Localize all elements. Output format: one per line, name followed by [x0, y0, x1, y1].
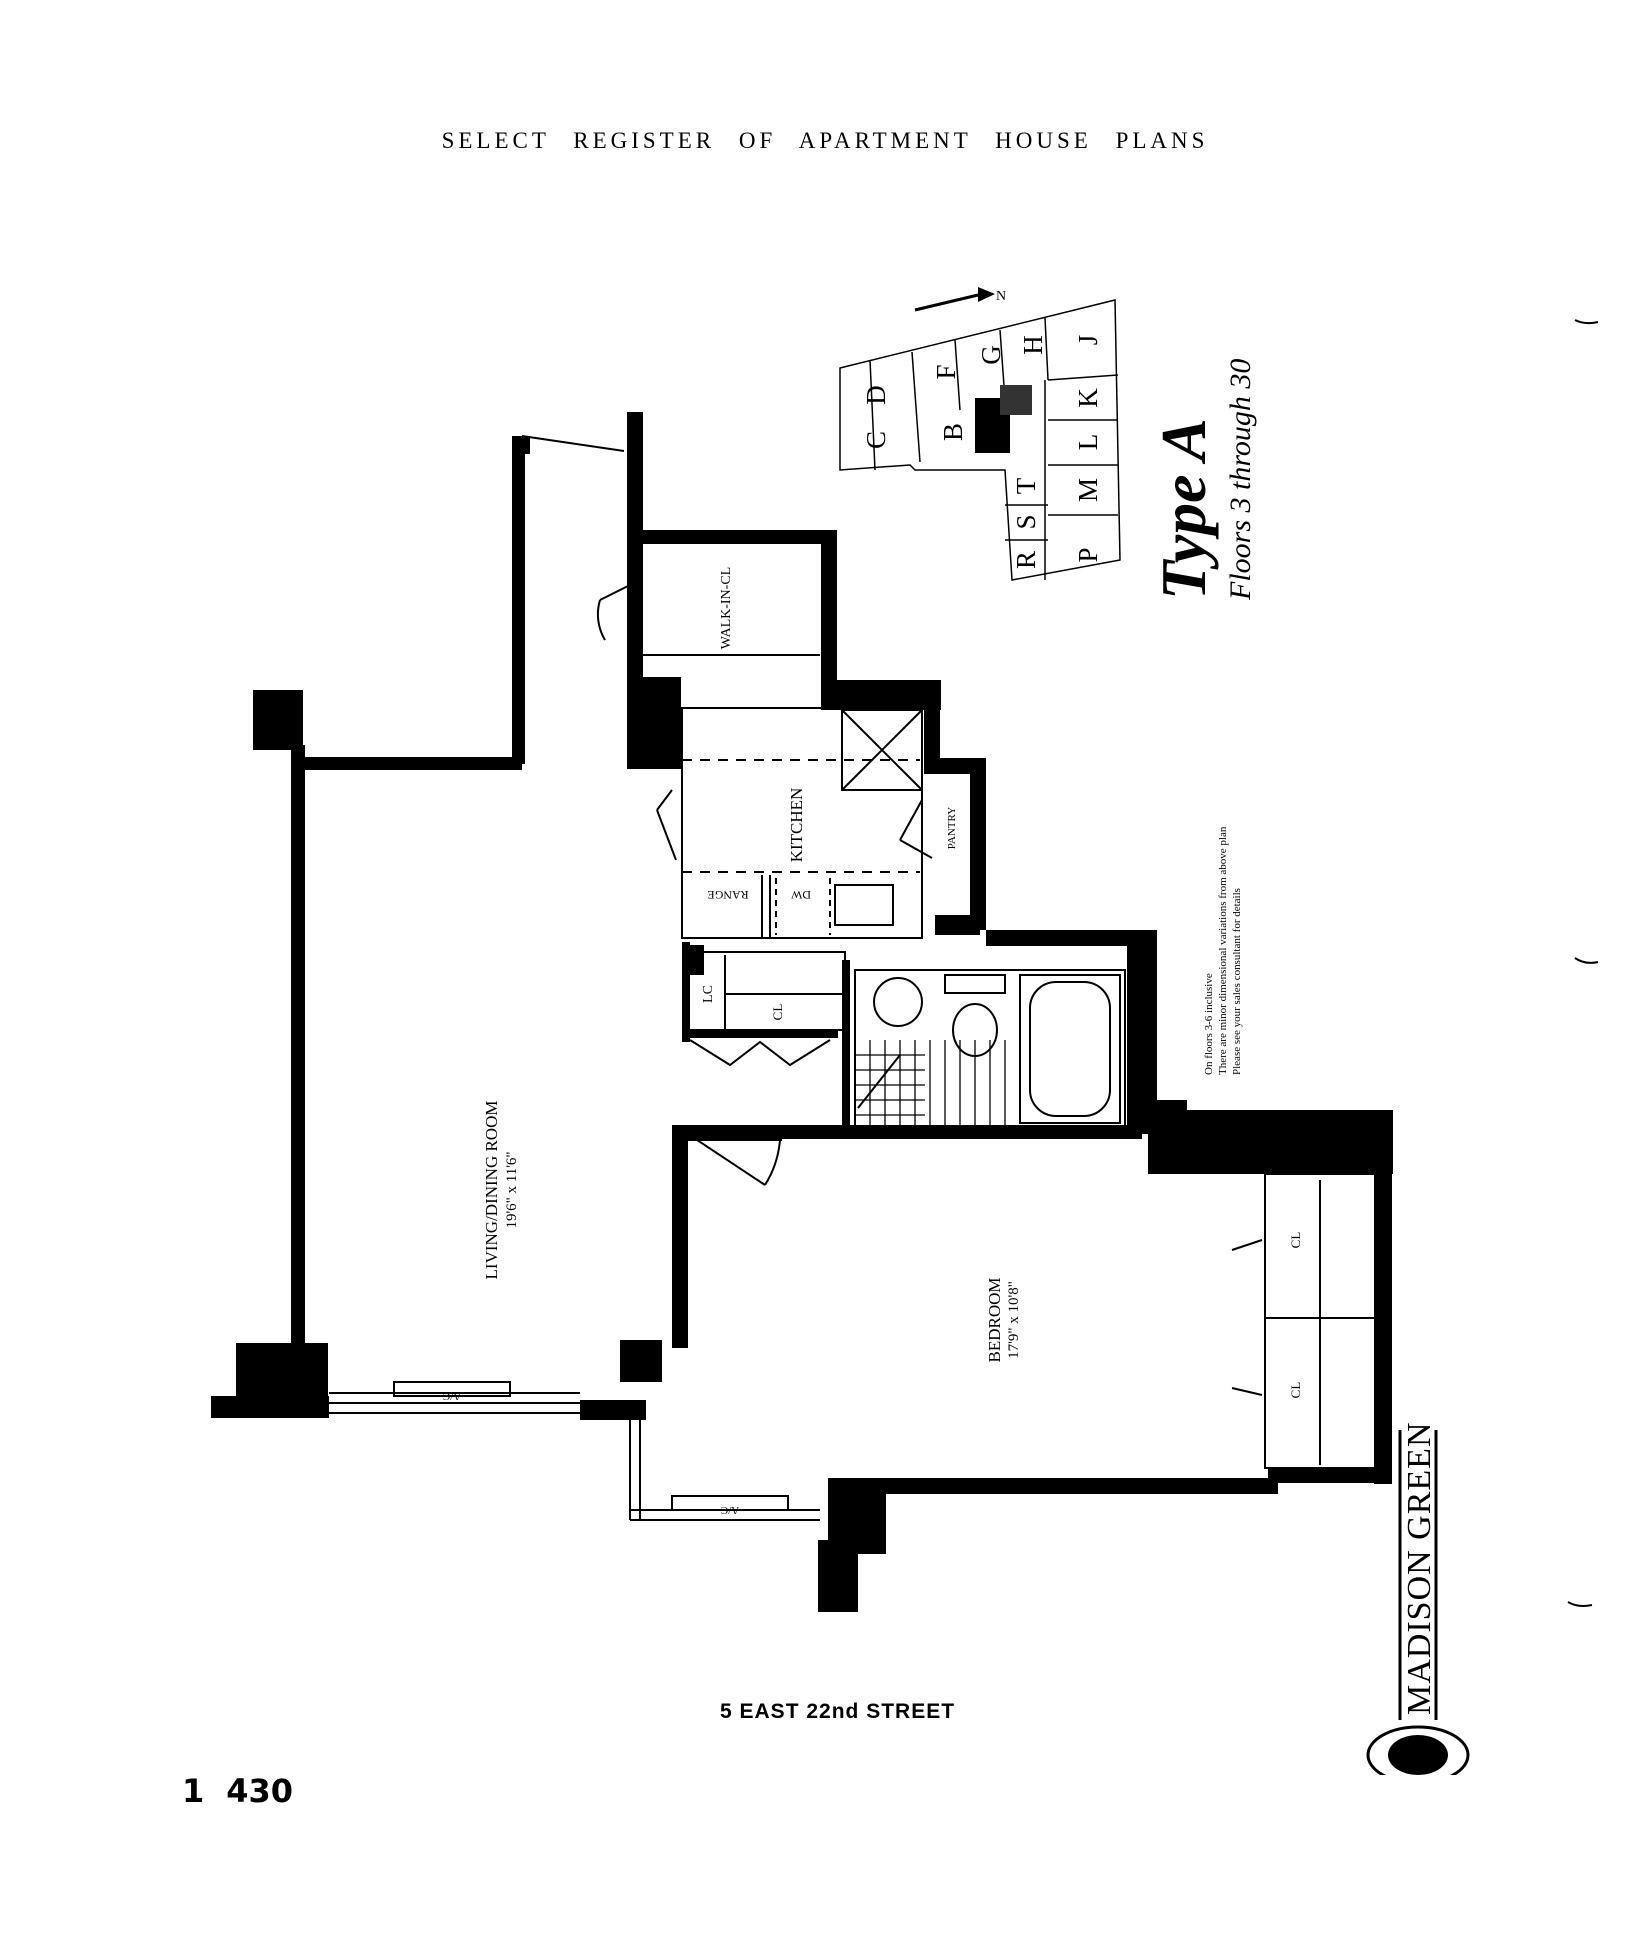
living-room-dimensions: 19'6" x 11'6": [504, 1151, 520, 1228]
key-plan: C D F G H J B K L T M S R P N: [839, 287, 1121, 581]
walls: [211, 412, 1393, 1612]
ac-unit-label: A/C: [443, 1390, 461, 1402]
page-number-value: 430: [226, 1772, 294, 1810]
key-unit-label: M: [1073, 478, 1103, 502]
key-unit-label: T: [1011, 477, 1041, 494]
bath-tile: [855, 1040, 1006, 1125]
key-unit-label: G: [976, 345, 1006, 365]
madison-green-logo: MADISON GREEN: [1366, 1422, 1470, 1789]
key-unit-label: S: [1011, 514, 1041, 529]
key-unit-label: D: [861, 385, 891, 405]
living-room-label: LIVING/DINING ROOM: [482, 1101, 501, 1280]
north-arrow-icon: [914, 293, 979, 312]
range-label: RANGE: [707, 888, 748, 902]
plan-type-title: Type A: [1148, 418, 1219, 600]
key-unit-label: L: [1073, 434, 1103, 451]
key-unit-label: R: [1011, 551, 1041, 569]
key-unit-label: J: [1073, 335, 1103, 346]
linen-closet-label: LC: [701, 985, 716, 1003]
register-header: SELECT REGISTER OF APARTMENT HOUSE PLANS: [441, 128, 1209, 153]
volume-number: 1: [182, 1772, 205, 1810]
key-unit-label: C: [861, 431, 891, 449]
bedroom-closet-label: CL: [1288, 1232, 1303, 1249]
north-label: N: [996, 289, 1006, 304]
key-unit-label: F: [931, 364, 961, 379]
page-number: 1 430: [182, 1772, 315, 1810]
plan-note-line: Please see your sales consultant for det…: [1231, 888, 1243, 1075]
dishwasher-label: DW: [790, 888, 811, 902]
key-unit-label: B: [938, 423, 968, 441]
key-unit-label: P: [1073, 547, 1103, 562]
bedroom-label: BEDROOM: [985, 1277, 1004, 1362]
wall-outlines: [329, 435, 1376, 1521]
closet-label: CL: [770, 1004, 785, 1021]
margin-marks: [1567, 319, 1599, 1607]
bedroom-closet-label: CL: [1288, 1382, 1303, 1399]
brand-name: MADISON GREEN: [1401, 1422, 1438, 1716]
key-unit-label: H: [1018, 335, 1048, 355]
plan-floors: Floors 3 through 30: [1224, 359, 1257, 601]
bedroom-dimensions: 17'9" x 10'8": [1006, 1281, 1022, 1359]
key-unit-label: K: [1073, 388, 1103, 408]
ac-unit-label: A/C: [721, 1504, 739, 1516]
plan-note-line: There are minor dimensional variations f…: [1217, 826, 1229, 1075]
building-address: 5 EAST 22nd STREET: [720, 1700, 956, 1723]
plan-note-line: On floors 3-6 inclusive: [1203, 973, 1215, 1075]
walk-in-closet-label: WALK-IN-CL: [719, 567, 734, 649]
pantry-label: PANTRY: [946, 807, 958, 849]
kitchen-label: KITCHEN: [787, 788, 806, 863]
